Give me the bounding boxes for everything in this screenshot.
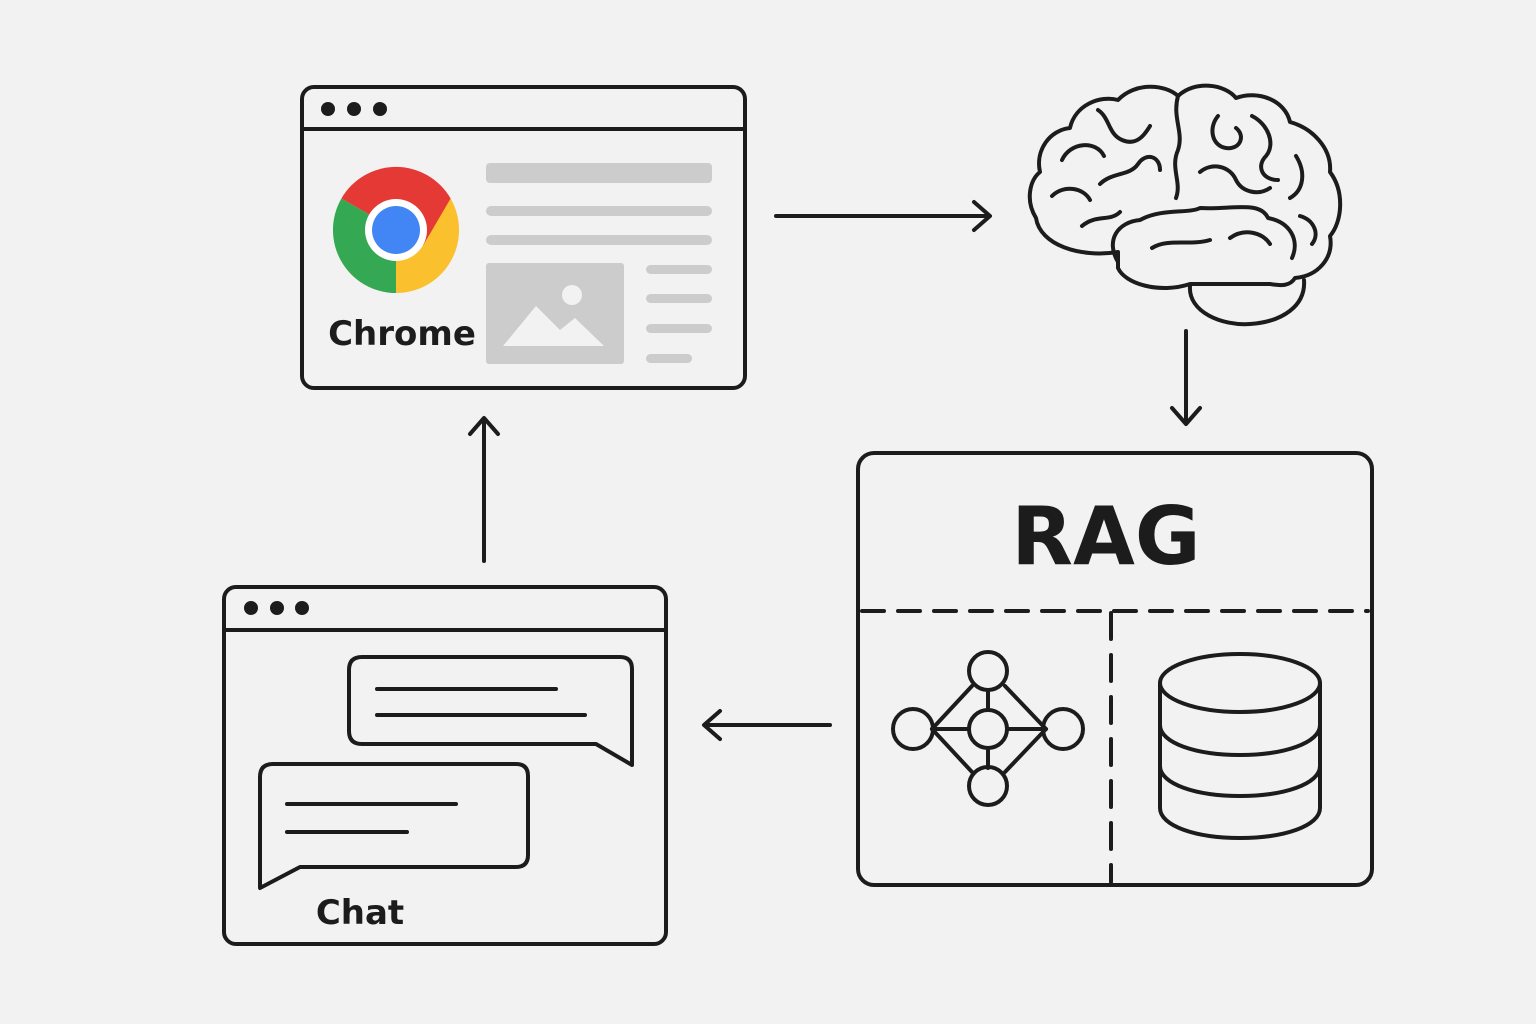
chrome-logo-icon — [332, 166, 460, 294]
window-controls — [321, 102, 387, 116]
arrow-chat-to-chrome — [468, 416, 500, 563]
arrow-rag-to-chat — [702, 709, 832, 741]
chrome-label: Chrome — [328, 314, 476, 354]
page-content-placeholders — [486, 163, 712, 363]
database-icon — [1158, 652, 1322, 840]
chat-bubble-outgoing — [347, 655, 634, 767]
brain-icon — [1027, 83, 1343, 327]
chat-bubble-incoming — [258, 762, 530, 890]
chrome-browser-window: Chrome — [300, 85, 747, 390]
image-placeholder-icon — [486, 263, 624, 364]
arrow-brain-to-rag — [1170, 329, 1202, 426]
chat-window: Chat — [222, 585, 668, 946]
rag-panel: RAG — [856, 451, 1374, 887]
chat-label: Chat — [316, 893, 404, 933]
arrow-chrome-to-brain — [774, 200, 992, 232]
window-controls — [244, 601, 309, 615]
rag-label: RAG — [1011, 490, 1200, 583]
graph-network-icon — [891, 650, 1085, 807]
